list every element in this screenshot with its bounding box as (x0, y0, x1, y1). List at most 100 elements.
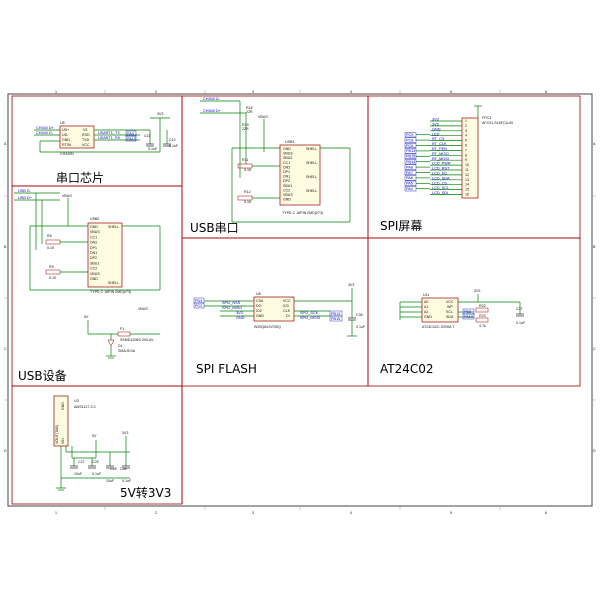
fpc-pin-label: 3V3 (432, 118, 439, 122)
usb3-pin-name: DP1 (283, 170, 290, 174)
svg-text:USB D+: USB D+ (18, 196, 33, 200)
fpc-port-label: PA8 (406, 165, 413, 169)
svg-text:W25Q64JVSSIQ: W25Q64JVSSIQ (254, 325, 281, 329)
svg-text:VBUS: VBUS (138, 307, 148, 311)
svg-text:USB3: USB3 (285, 140, 294, 144)
svg-text:DO: DO (256, 304, 262, 308)
svg-text:R19: R19 (242, 123, 249, 127)
fpc-pin-number: 4 (465, 134, 467, 138)
svg-text:FPC3: FPC3 (482, 116, 491, 120)
svg-text:10uF: 10uF (106, 479, 115, 483)
svg-text:GND: GND (236, 316, 245, 320)
svg-text:0.1uF: 0.1uF (122, 479, 132, 483)
usb3-pin-name: CC1 (283, 161, 290, 165)
svg-text:SPI2_MISO: SPI2_MISO (222, 306, 242, 310)
svg-text:SPI2_SCK: SPI2_SCK (300, 311, 319, 315)
fpc-pin-number: 6 (465, 144, 467, 148)
fpc-port-label: PC6 (406, 144, 413, 148)
fpc-pin-label: LCD_SCL (432, 186, 449, 190)
svg-text:4.7k: 4.7k (479, 324, 486, 328)
fpc-pin-number: 13 (465, 178, 469, 182)
svg-text:D: D (593, 449, 596, 453)
fpc-pin-number: 3 (465, 129, 467, 133)
svg-text:2: 2 (155, 90, 157, 94)
svg-text:UD-: UD- (62, 133, 69, 137)
svg-text:CH340 D-: CH340 D- (203, 97, 221, 101)
fpc-pin-number: 5 (465, 139, 467, 143)
svg-text:CH340 D-: CH340 D- (36, 131, 54, 135)
svg-text:22R: 22R (246, 110, 253, 114)
usb3-pin-name: CC2 (283, 188, 290, 192)
fpc-pin-label: RT_CS (432, 137, 445, 141)
svg-text:C36: C36 (356, 313, 363, 317)
fpc-pin-label: RT_CLK (432, 142, 447, 146)
fpc-port-label: PC8 (406, 138, 413, 142)
fpc-port-label: PA4 (406, 187, 413, 191)
usb2-pin-name: SBU1 (90, 261, 99, 265)
svg-text:PD4: PD4 (195, 299, 202, 303)
ch340n-chip (59, 125, 95, 149)
svg-text:C37: C37 (516, 307, 523, 311)
svg-text:SDA: SDA (446, 315, 454, 319)
svg-text:R18: R18 (246, 106, 253, 110)
svg-text:CS#: CS# (256, 299, 263, 303)
svg-text:CH340N: CH340N (60, 152, 74, 156)
usb3-pin-name: GND (283, 147, 291, 151)
usb3-pin-name: DN2 (283, 165, 290, 169)
svg-text:5.1K: 5.1K (244, 200, 252, 204)
fpc-pin-number: 16 (465, 193, 469, 197)
usb2-shell-label: SHELL (108, 225, 119, 229)
serial-chip-block: CH340 D+ CH340 D- U5 CH340N UD+ UD- GND … (34, 112, 179, 156)
svg-text:B: B (4, 245, 7, 249)
svg-text:GND: GND (256, 314, 264, 318)
svg-text:5V: 5V (92, 434, 97, 438)
svg-text:VCC: VCC (283, 299, 291, 303)
svg-text:R8: R8 (47, 234, 52, 238)
fpc-pin-label: LED (432, 132, 440, 136)
svg-text:6: 6 (545, 511, 547, 515)
usb3-pin-name: VBUS (283, 193, 293, 197)
svg-text:0.1uF: 0.1uF (516, 321, 526, 325)
svg-text:C26: C26 (110, 467, 117, 471)
svg-text:IO2: IO2 (256, 309, 262, 313)
fpc-port-label: PA6 (406, 176, 413, 180)
usb2-pin-name: GND (90, 225, 98, 229)
svg-text:DI: DI (286, 314, 290, 318)
svg-text:5: 5 (450, 511, 452, 515)
svg-text:R12: R12 (244, 190, 251, 194)
fpc-port-label: PC9 (406, 133, 413, 137)
usb3-shell-label: SHELL (306, 147, 317, 151)
svg-text:PA9: PA9 (127, 132, 134, 136)
svg-text:PB8: PB8 (464, 310, 471, 314)
at24c02-section-title: AT24C02 (380, 362, 434, 376)
svg-text:C27: C27 (78, 460, 85, 464)
fpc-port-label: PA7 (406, 171, 413, 175)
svg-text:B: B (593, 245, 596, 249)
svg-text:1: 1 (55, 90, 57, 94)
fpc-pin-label: LCD_SDA (432, 176, 450, 180)
svg-text:2: 2 (155, 511, 157, 515)
svg-text:3: 3 (252, 90, 254, 94)
usb3-shell-label: SHELL (306, 161, 317, 165)
svg-text:TXD: TXD (82, 138, 90, 142)
fpc-pin-label: RT_PEN (432, 147, 447, 151)
svg-text:3: 3 (252, 511, 254, 515)
fpc3-connector (461, 117, 479, 199)
svg-text:VCC: VCC (446, 300, 454, 304)
svg-text:F1: F1 (120, 327, 124, 331)
svg-text:R11: R11 (242, 158, 248, 162)
svg-text:PB13: PB13 (331, 312, 340, 316)
usb2-connector (87, 222, 123, 288)
svg-text:5: 5 (450, 90, 452, 94)
svg-text:U11: U11 (423, 293, 429, 297)
svg-text:6: 6 (545, 90, 547, 94)
svg-text:SSMD1206S-200-6V: SSMD1206S-200-6V (120, 338, 154, 342)
svg-text:4: 4 (350, 511, 352, 515)
fpc-pin-label: RT_MISO (432, 152, 449, 156)
svg-text:SPI2_MOSI: SPI2_MOSI (300, 316, 320, 320)
svg-text:C25: C25 (92, 460, 99, 464)
svg-text:C12: C12 (169, 138, 176, 142)
svg-text:IO3: IO3 (283, 304, 289, 308)
svg-text:PB15: PB15 (331, 317, 340, 321)
usb3-pin-name: SBU1 (283, 184, 292, 188)
